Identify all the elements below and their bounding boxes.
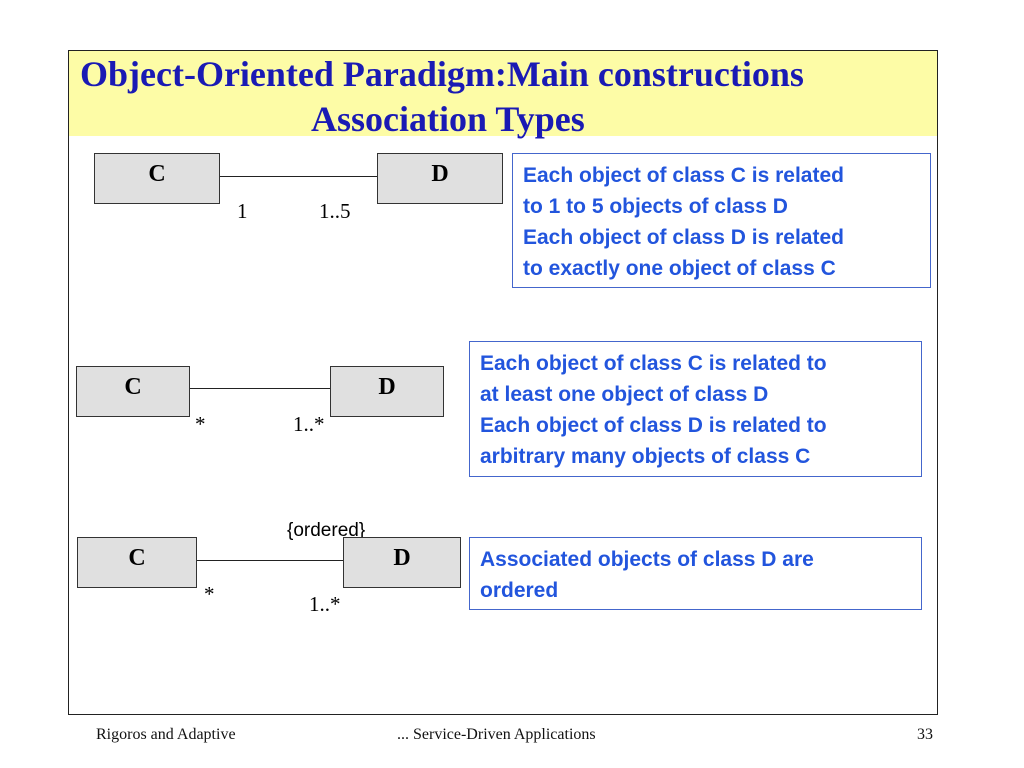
association-note: Each object of class C is related to at … (469, 341, 922, 477)
association-note: Each object of class C is related to 1 t… (512, 153, 931, 288)
note-line: Each object of class C is related to (480, 352, 827, 375)
footer-center: ... Service-Driven Applications (397, 726, 596, 743)
class-c-box: C (76, 366, 190, 417)
note-line: at least one object of class D (480, 383, 769, 406)
association-line (190, 388, 330, 389)
left-multiplicity: * (195, 412, 206, 436)
note-line: Each object of class D is related to (480, 414, 827, 437)
note-line: arbitrary many objects of class C (480, 445, 811, 468)
note-line: Associated objects of class D are (480, 548, 814, 571)
class-d-box: D (330, 366, 444, 417)
class-c-box: C (94, 153, 220, 204)
slide-frame (68, 50, 938, 715)
note-line: to exactly one object of class C (523, 257, 836, 280)
class-d-box: D (343, 537, 461, 588)
association-line (197, 560, 343, 561)
note-line: to 1 to 5 objects of class D (523, 195, 788, 218)
note-line: ordered (480, 579, 559, 602)
right-multiplicity: 1..* (293, 412, 325, 436)
left-multiplicity: * (204, 582, 215, 606)
page-number: 33 (917, 726, 933, 743)
right-multiplicity: 1..* (309, 592, 341, 616)
ordered-constraint: {ordered} (287, 520, 366, 541)
association-line (220, 176, 377, 177)
note-line: Each object of class C is related (523, 164, 844, 187)
left-multiplicity: 1 (237, 199, 248, 223)
slide-subtitle: Association Types (311, 99, 585, 139)
slide-title: Object-Oriented Paradigm:Main constructi… (80, 54, 804, 94)
class-d-box: D (377, 153, 503, 204)
association-note: Associated objects of class D are ordere… (469, 537, 922, 610)
right-multiplicity: 1..5 (319, 199, 351, 223)
title-band (69, 51, 937, 136)
class-c-box: C (77, 537, 197, 588)
footer-left: Rigoros and Adaptive (96, 726, 236, 743)
note-line: Each object of class D is related (523, 226, 844, 249)
